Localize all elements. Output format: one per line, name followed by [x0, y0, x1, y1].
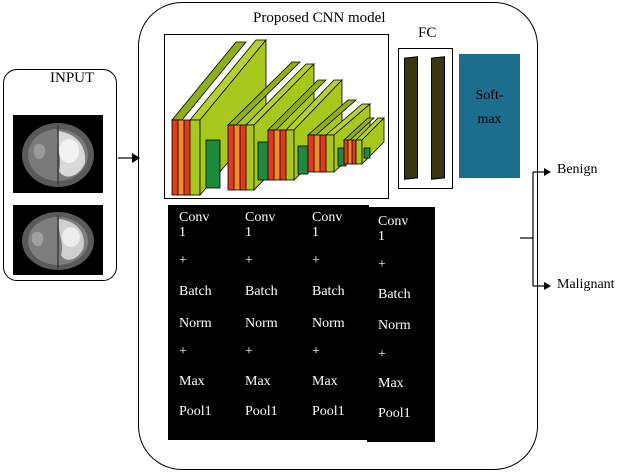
- block-max: Max: [179, 374, 205, 389]
- output-malignant-label: Malignant: [557, 277, 615, 292]
- softmax-layer: Soft- max: [459, 54, 520, 178]
- block-batch: Batch: [245, 284, 278, 299]
- block-max: Max: [378, 376, 404, 391]
- fc-layer-frame: [398, 48, 453, 189]
- mri-scan-2: [13, 205, 103, 275]
- block-plus-2: +: [245, 344, 253, 359]
- cnn-layers-frame: [164, 34, 389, 199]
- block-pool: Pool1: [378, 406, 411, 421]
- block-conv-label: Conv: [179, 210, 210, 225]
- block-pool: Pool1: [312, 404, 345, 419]
- conv-block-1: Conv 1 + Batch Norm + Max Pool1: [168, 205, 236, 440]
- block-pool: Pool1: [245, 404, 278, 419]
- conv-block-2: Conv 1 + Batch Norm + Max Pool1: [234, 205, 302, 440]
- block-batch: Batch: [179, 284, 212, 299]
- block-norm: Norm: [245, 316, 278, 331]
- cnn-model-panel: [138, 2, 538, 470]
- conv-block-4: Conv 1 + Batch Norm + Max Pool1: [367, 207, 435, 442]
- block-norm: Norm: [179, 316, 212, 331]
- softmax-label-line-1: Soft-: [475, 88, 504, 103]
- block-conv-label: Conv: [245, 210, 276, 225]
- block-conv-label: Conv: [312, 210, 343, 225]
- conv-stage-1: [171, 38, 267, 197]
- block-conv-index: 1: [312, 225, 319, 240]
- mri-image-2: [22, 212, 94, 270]
- input-panel: [3, 69, 117, 281]
- conv-stage-3: [267, 79, 343, 181]
- output-branch-connector: [520, 168, 551, 290]
- output-benign-label: Benign: [557, 162, 598, 177]
- block-norm: Norm: [378, 318, 411, 333]
- block-conv-index: 1: [245, 225, 252, 240]
- conv-stage-5: [342, 117, 385, 165]
- fc-bar-2: [431, 56, 445, 180]
- block-batch: Batch: [312, 284, 345, 299]
- model-title: Proposed CNN model: [253, 10, 386, 26]
- input-to-model-arrow: [118, 153, 140, 163]
- block-batch: Batch: [378, 287, 411, 302]
- input-label: INPUT: [50, 70, 95, 86]
- fc-bar-1: [404, 56, 418, 180]
- fc-label: FC: [418, 25, 437, 41]
- softmax-label-line-2: max: [477, 112, 502, 127]
- block-conv-label: Conv: [378, 214, 409, 229]
- block-pool: Pool1: [179, 404, 212, 419]
- conv-block-3: Conv 1 + Batch Norm + Max Pool1: [301, 205, 369, 440]
- block-max: Max: [312, 374, 338, 389]
- block-conv-index: 1: [378, 229, 385, 244]
- block-plus-2: +: [312, 344, 320, 359]
- block-plus-1: +: [378, 257, 386, 272]
- block-conv-index: 1: [179, 225, 186, 240]
- block-plus-2: +: [378, 347, 386, 362]
- block-plus-2: +: [179, 344, 187, 359]
- mri-scan-1: [13, 115, 103, 193]
- block-plus-1: +: [245, 253, 253, 268]
- mri-image-1: [22, 123, 94, 187]
- block-max: Max: [245, 374, 271, 389]
- block-norm: Norm: [312, 316, 345, 331]
- block-plus-1: +: [179, 253, 187, 268]
- block-plus-1: +: [312, 253, 320, 268]
